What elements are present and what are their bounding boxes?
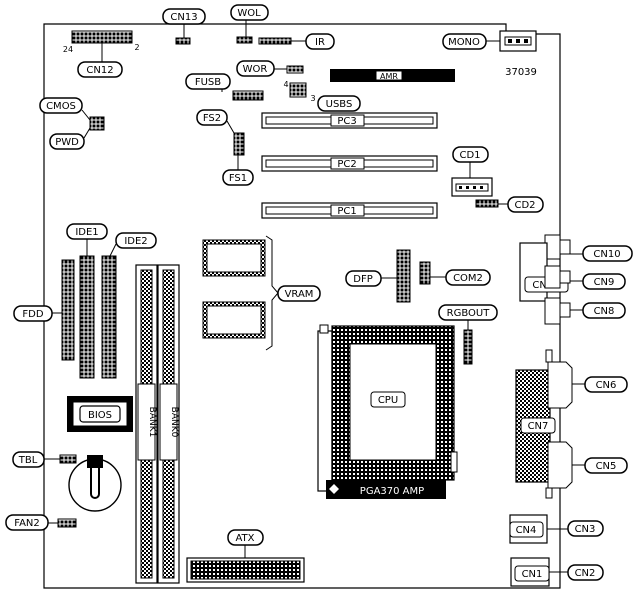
- dfp-connector: DFP: [345, 249, 411, 303]
- cn4-label: CN4: [516, 525, 537, 536]
- com2-label: COM2: [453, 273, 483, 284]
- cn10-port: CN10: [544, 234, 633, 262]
- bios-label: BIOS: [88, 410, 112, 421]
- fs1-jumper: FS1: [222, 155, 254, 186]
- wol-label: WOL: [237, 8, 261, 19]
- cn8-port: CN8: [544, 297, 626, 325]
- fs2-label: FS2: [203, 113, 221, 124]
- dimm-slots: BANK1 BANK0: [135, 264, 180, 584]
- fusb-connector: FUSB: [185, 73, 264, 101]
- amr-slot: AMR: [330, 69, 455, 82]
- ir-label: IR: [315, 37, 325, 48]
- cn12-label: CN12: [86, 65, 113, 76]
- bank0-label: BANK0: [169, 407, 179, 438]
- wor-connector: WOR: [236, 60, 304, 77]
- cn12-header: 24 2 CN12: [63, 30, 140, 78]
- fdd-header: FDD: [13, 259, 75, 361]
- vram-chips: VRAM: [202, 235, 321, 351]
- com2-connector: COM2: [419, 261, 491, 286]
- tbl-connector: TBL: [12, 451, 77, 468]
- cd2-connector: CD2: [475, 196, 544, 213]
- cpu-socket: CPU PGA370 AMP: [317, 324, 458, 499]
- cn9-port: CN9: [544, 265, 626, 290]
- cmos-jumper: CMOS: [39, 97, 105, 131]
- cn5-label: CN5: [596, 461, 617, 472]
- cn7-label: CN7: [528, 421, 549, 432]
- cn8-label: CN8: [594, 306, 615, 317]
- ide2-header: IDE2: [101, 232, 157, 379]
- mono-connector: MONO: [442, 30, 537, 52]
- cd2-label: CD2: [514, 200, 535, 211]
- atx-label: ATX: [235, 533, 254, 544]
- battery: [68, 455, 122, 512]
- pwd-label: PWD: [55, 137, 79, 148]
- pc3-slot: PC3: [261, 112, 438, 129]
- fan2-label: FAN2: [14, 518, 40, 529]
- cn3-connector: CN3: [567, 520, 604, 537]
- bank1-label: BANK1: [147, 407, 157, 438]
- ide1-header: IDE1: [66, 223, 108, 379]
- ide1-label: IDE1: [75, 227, 98, 238]
- cn2-label: CN2: [575, 568, 596, 579]
- fan2-connector: FAN2: [5, 514, 77, 531]
- atx-power-connector: ATX: [186, 529, 305, 583]
- fusb-label: FUSB: [195, 77, 221, 88]
- pwd-jumper: PWD: [49, 127, 91, 150]
- tbl-label: TBL: [18, 455, 38, 466]
- cn13-connector: CN13: [162, 8, 206, 45]
- fs2-jumper: FS2: [196, 109, 245, 156]
- mono-label: MONO: [448, 37, 480, 48]
- cpu-label: CPU: [378, 395, 398, 406]
- cn1-port: CN1: [510, 557, 568, 587]
- socket-label: PGA370 AMP: [360, 486, 424, 497]
- bios-chip: BIOS: [67, 396, 133, 432]
- rgbout-label: RGBOUT: [447, 308, 491, 319]
- cn10-label: CN10: [593, 249, 620, 260]
- board-outline: [43, 23, 561, 589]
- cmos-label: CMOS: [46, 101, 76, 112]
- wol-connector: WOL: [230, 4, 269, 44]
- cn2-connector: CN2: [567, 564, 604, 581]
- usbs-pin3-label: 3: [310, 94, 315, 103]
- cn6-port: CN6: [545, 349, 628, 409]
- pc3-label: PC3: [337, 116, 356, 127]
- cn1-label: CN1: [522, 569, 543, 580]
- cn9-label: CN9: [594, 277, 615, 288]
- usbs-label: USBS: [326, 99, 353, 110]
- fs1-label: FS1: [229, 173, 247, 184]
- pc1-slot: PC1: [261, 202, 438, 219]
- cd1-connector: CD1: [451, 146, 493, 197]
- rgbout-connector: RGBOUT: [438, 304, 498, 365]
- pc2-slot: PC2: [261, 155, 438, 172]
- pc1-label: PC1: [337, 206, 356, 217]
- fdd-label: FDD: [22, 309, 43, 320]
- usbs-connector: 4 3 USBS: [283, 80, 361, 112]
- ide2-label: IDE2: [124, 236, 147, 247]
- cd1-label: CD1: [459, 150, 480, 161]
- cn12-pin2-label: 2: [134, 43, 139, 52]
- dfp-label: DFP: [353, 274, 372, 285]
- usbs-pin4-label: 4: [283, 80, 288, 89]
- cn7-port: CN7: [515, 369, 556, 483]
- cn13-label: CN13: [170, 12, 197, 23]
- cn6-label: CN6: [596, 380, 617, 391]
- amr-label: AMR: [380, 72, 398, 81]
- cn5-port: CN5: [545, 441, 628, 499]
- cn12-pin24-label: 24: [63, 45, 73, 54]
- pc2-label: PC2: [337, 159, 356, 170]
- cn4-port: CN4: [509, 514, 568, 544]
- wor-label: WOR: [243, 64, 268, 75]
- ir-connector: IR: [258, 33, 335, 50]
- vram-label: VRAM: [285, 289, 314, 300]
- board-code: 37039: [505, 67, 537, 78]
- cn3-label: CN3: [575, 524, 596, 535]
